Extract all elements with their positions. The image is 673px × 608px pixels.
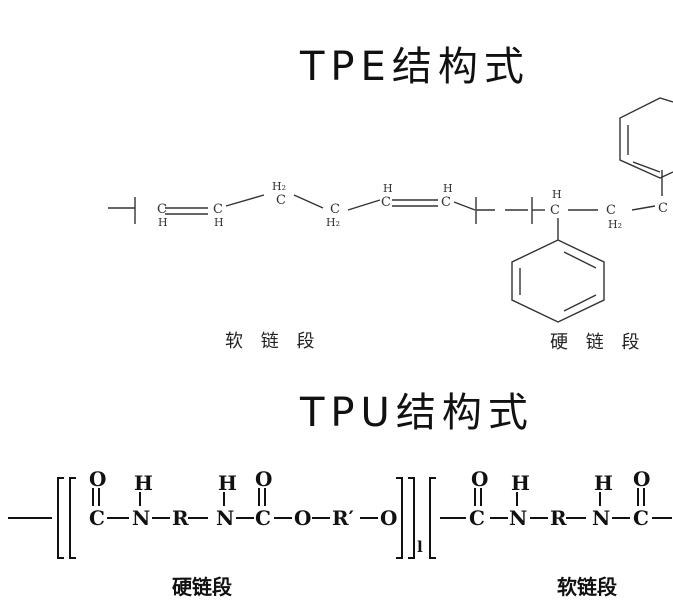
tpu-bracket-left-2 (429, 477, 436, 559)
tpu-atom-o4: O (380, 506, 397, 530)
tpu-atom-c2: C (255, 506, 271, 530)
tpu-subscript-l: l (417, 538, 423, 556)
atom-c6: C (441, 195, 451, 210)
tpu-atom-r2: R (550, 506, 567, 530)
tpu-atom-o1: O (89, 467, 106, 491)
bond-2 (293, 194, 324, 209)
tpu-atom-c3: C (469, 506, 485, 530)
tpu-atom-o3: O (294, 506, 311, 530)
tpu-atom-h2: H (218, 471, 237, 495)
bond-3 (347, 199, 381, 211)
atom-h8: H₂ (608, 218, 622, 231)
benzene-ring-1 (511, 239, 605, 323)
atom-c2: C (213, 202, 223, 217)
tpu-bracket-right-outer (408, 477, 415, 559)
atom-c1: C (157, 202, 167, 217)
tpu-soft-segment-label: 软链段 (557, 575, 617, 599)
ring1-inner-2 (563, 294, 597, 312)
tpu-hard-segment-label: 硬链段 (172, 575, 232, 599)
tpu-atom-c4: C (633, 506, 649, 530)
atom-h4: H₂ (326, 216, 340, 229)
tpu-atom-o2: O (255, 467, 272, 491)
atom-c5: C (381, 195, 391, 210)
atom-h5: H (383, 182, 393, 195)
ring2-inner-2 (632, 161, 661, 173)
atom-c9: C (658, 201, 668, 216)
tpu-atom-r1: R (172, 506, 189, 530)
tpu-atom-h4: H (594, 471, 613, 495)
atom-c4: C (330, 202, 340, 217)
bond-4 (453, 201, 476, 211)
tpu-atom-o5: O (471, 467, 488, 491)
tpu-structure-title: TPU结构式 (300, 390, 534, 436)
atom-c3: C (276, 193, 286, 208)
atom-c8: C (606, 203, 616, 218)
bond-7 (631, 205, 656, 211)
atom-h6: H (443, 182, 453, 195)
atom-c7: C (550, 203, 560, 218)
tpe-hard-segment-label: 硬 链 段 (550, 332, 646, 353)
benzene-ring-2 (619, 97, 673, 179)
tpu-atom-n4: N (592, 506, 610, 530)
bond-1 (225, 194, 265, 207)
tpu-bracket-right-inner (396, 477, 403, 559)
ring1-inner-1 (563, 251, 597, 269)
tpu-atom-n3: N (509, 506, 527, 530)
tpu-bracket-left-inner (69, 477, 76, 559)
atom-h7: H (552, 188, 562, 201)
tpe-soft-segment-label: 软 链 段 (225, 331, 321, 352)
atom-h1: H (158, 216, 168, 229)
atom-h3: H₂ (272, 180, 286, 193)
tpu-atom-rprime: R′ (332, 506, 354, 530)
tpu-atom-o6: O (633, 467, 650, 491)
tpu-atom-c1: C (89, 506, 105, 530)
tpe-structure-title: TPE结构式 (300, 44, 530, 90)
atom-h2: H (214, 216, 224, 229)
tpu-atom-n2: N (216, 506, 234, 530)
tpu-bracket-left-outer (57, 477, 64, 559)
tpu-atom-h3: H (511, 471, 530, 495)
tpu-atom-n1: N (132, 506, 150, 530)
tpu-atom-h1: H (134, 471, 153, 495)
